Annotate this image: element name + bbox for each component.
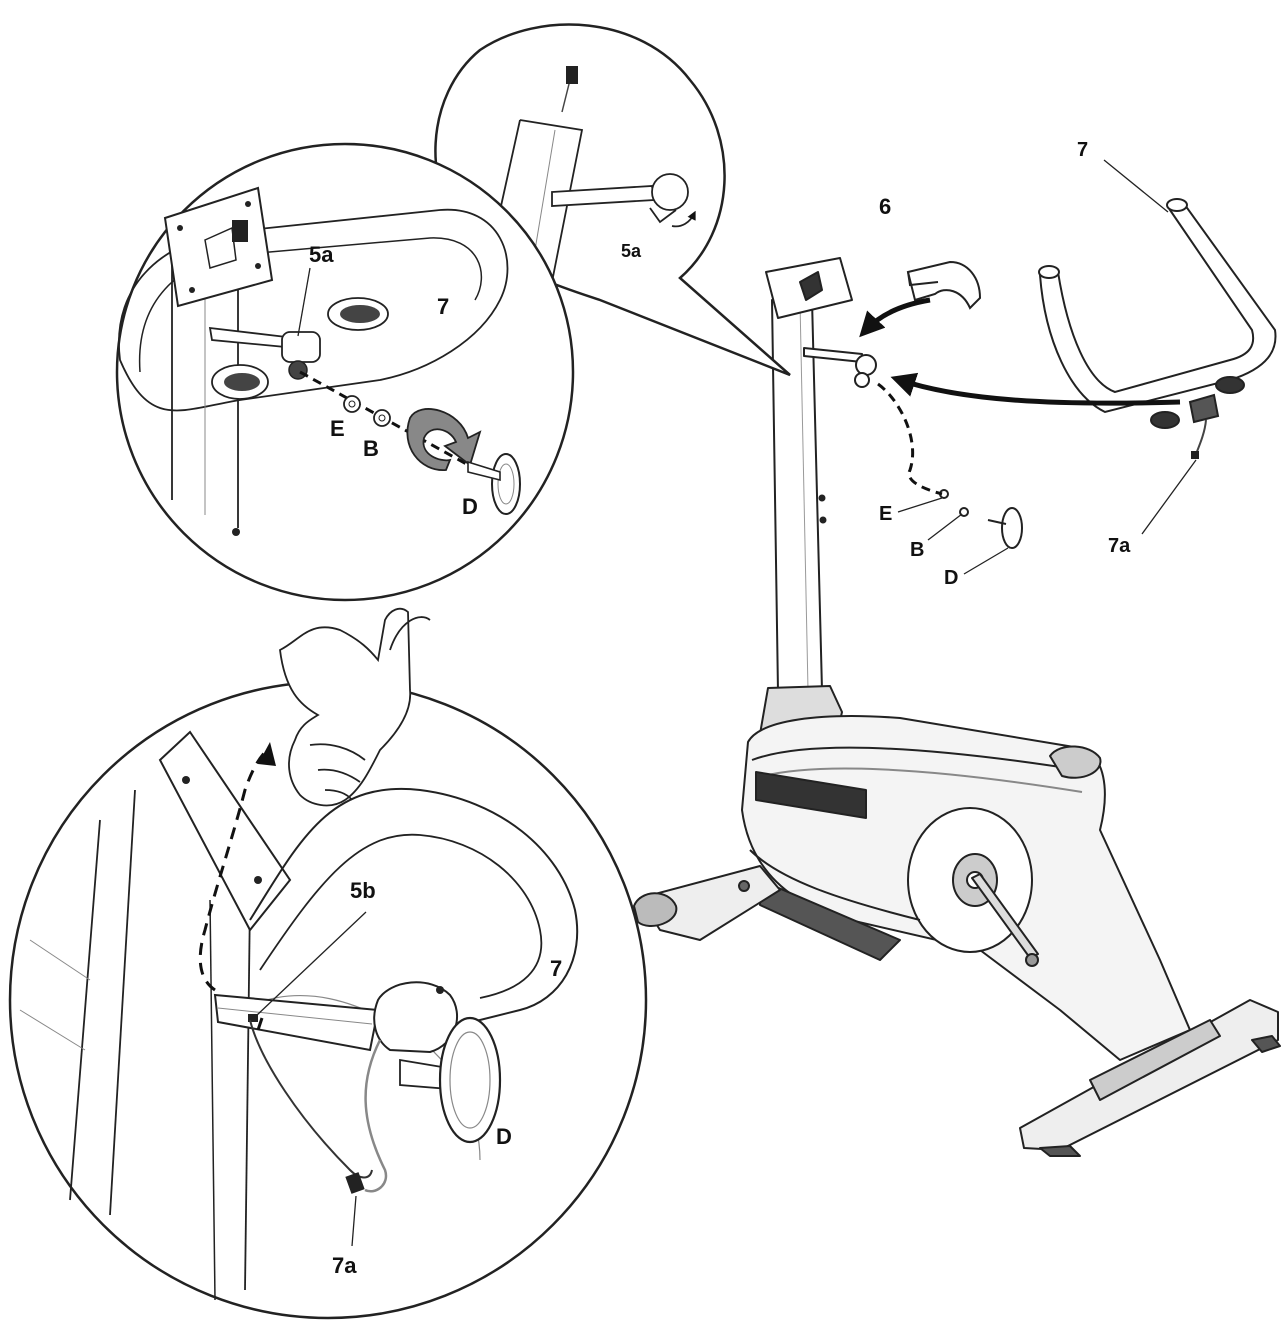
handlebar-part (1038, 198, 1277, 459)
inset-bottom-leaders (255, 911, 367, 1247)
label-inset-bottom-cable: 7a (332, 1253, 357, 1278)
label-inset-left-handlebar: 7 (437, 294, 450, 319)
label-inset-bottom-hole: 5b (350, 878, 376, 903)
inset-bottom (8, 680, 648, 1320)
label-main-washer-e: E (879, 503, 893, 525)
inset-left (115, 142, 575, 602)
label-inset-left-knob-d: D (462, 494, 478, 519)
main-leaders (897, 159, 1197, 575)
label-main-cover: 6 (879, 194, 892, 219)
main-dashed-path (877, 382, 943, 496)
hand-illustration (279, 607, 431, 807)
label-inset-top-bracket: 5a (621, 241, 642, 261)
bike-frame (633, 257, 1281, 1157)
label-main-cable: 7a (1108, 535, 1131, 557)
hardware-main (939, 489, 1023, 549)
label-inset-left-washer-b: B (363, 436, 379, 461)
label-main-handlebar: 7 (1077, 139, 1089, 161)
label-inset-left-washer-e: E (330, 416, 345, 441)
main-arrows (859, 297, 1181, 406)
label-inset-bottom-handlebar: 7 (550, 956, 563, 981)
label-main-knob-d: D (944, 567, 959, 589)
label-inset-bottom-knob-d: D (496, 1124, 512, 1149)
cover-part (906, 260, 982, 310)
label-main-washer-b: B (910, 539, 925, 561)
inset-top (434, 23, 791, 377)
label-inset-left-bracket: 5a (309, 242, 334, 267)
